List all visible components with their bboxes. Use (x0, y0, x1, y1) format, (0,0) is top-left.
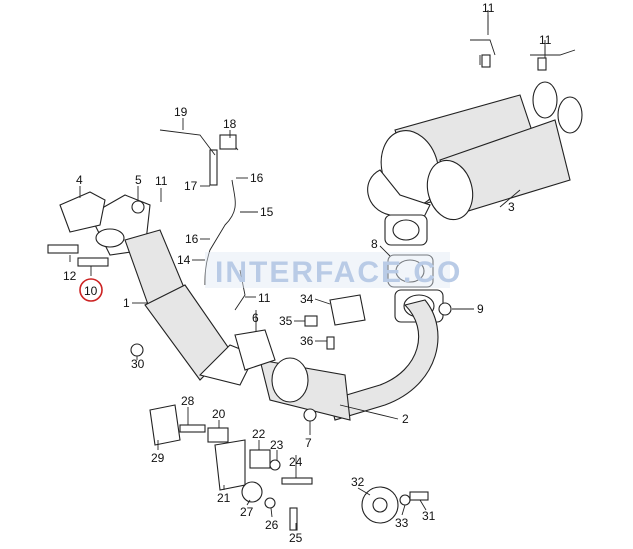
watermark-band (205, 252, 450, 288)
callout-19[interactable]: 19 (174, 105, 188, 119)
callout-11[interactable]: 11 (258, 291, 271, 305)
stud-part-10[interactable] (77, 257, 109, 267)
bolt-part-36[interactable] (326, 336, 335, 350)
sensor-wire-11 (234, 269, 246, 311)
callout-labels: 11 11 19 18 17 16 15 16 14 4 5 11 12 10 … (63, 1, 552, 545)
callout-11[interactable]: 11 (482, 1, 495, 15)
catalytic-converter-part-1[interactable] (89, 194, 256, 386)
callout-22[interactable]: 22 (252, 427, 266, 441)
nut-part-35[interactable] (304, 315, 318, 327)
nut-part-9[interactable] (438, 302, 452, 316)
callout-28[interactable]: 28 (181, 394, 195, 408)
washer-part-23[interactable] (269, 459, 281, 471)
front-pipe-part-2[interactable] (329, 299, 439, 421)
stud-part-12[interactable] (47, 244, 79, 254)
callout-32[interactable]: 32 (351, 475, 365, 489)
callout-10[interactable]: 10 (84, 284, 98, 298)
bushing-part-20[interactable] (207, 427, 229, 443)
callout-14[interactable]: 14 (177, 253, 191, 267)
watermark-text: INTERFACE.CO (215, 256, 462, 289)
nut-part-30[interactable] (130, 343, 144, 357)
gasket-part-6[interactable] (234, 329, 276, 371)
bracket-part-34[interactable] (329, 294, 366, 326)
pipe-flange (271, 357, 309, 403)
callout-20[interactable]: 20 (212, 407, 226, 421)
callout-33[interactable]: 33 (395, 516, 409, 530)
clip-part-31[interactable] (409, 491, 429, 501)
callout-1[interactable]: 1 (123, 296, 130, 310)
highlight-circle-part-10 (79, 278, 103, 302)
bracket-part-29[interactable] (149, 404, 181, 446)
oxygen-sensor-right[interactable] (537, 57, 547, 71)
callout-18[interactable]: 18 (223, 117, 237, 131)
spring-part-22[interactable] (249, 449, 271, 469)
callout-2[interactable]: 2 (402, 412, 409, 426)
rear-muffler-part-3[interactable] (367, 81, 583, 226)
callout-11[interactable]: 11 (539, 33, 552, 47)
callout-26[interactable]: 26 (265, 518, 279, 532)
washer-part-26[interactable] (264, 497, 276, 509)
callout-27[interactable]: 27 (240, 505, 254, 519)
leader-lines (69, 15, 546, 530)
hanger-part-21[interactable] (214, 439, 246, 491)
gasket-part-8[interactable] (384, 214, 444, 323)
callout-8[interactable]: 8 (371, 237, 378, 251)
washer-part-33[interactable] (399, 494, 411, 506)
callout-15[interactable]: 15 (260, 205, 274, 219)
bolt-part-25[interactable] (289, 507, 298, 531)
callout-9[interactable]: 9 (477, 302, 484, 316)
callout-11[interactable]: 11 (155, 174, 168, 188)
callout-16[interactable]: 16 (250, 171, 264, 185)
callout-30[interactable]: 30 (131, 357, 145, 371)
bolt-part-24[interactable] (281, 477, 313, 485)
callout-3[interactable]: 3 (508, 200, 515, 214)
callout-36[interactable]: 36 (300, 334, 314, 348)
nut-part-5[interactable] (131, 200, 145, 214)
clamp-part-18[interactable] (219, 134, 237, 150)
callout-25[interactable]: 25 (289, 531, 303, 545)
callout-17[interactable]: 17 (184, 179, 198, 193)
callout-23[interactable]: 23 (270, 438, 284, 452)
callout-24[interactable]: 24 (289, 455, 303, 469)
part-27[interactable] (241, 481, 263, 503)
callout-6[interactable]: 6 (252, 311, 259, 325)
bolt-part-28[interactable] (179, 424, 206, 433)
part-17[interactable] (209, 149, 218, 186)
callout-29[interactable]: 29 (151, 451, 165, 465)
callout-34[interactable]: 34 (300, 292, 314, 306)
gasket-part-4[interactable] (59, 191, 106, 233)
callout-31[interactable]: 31 (422, 509, 436, 523)
nut-part-7[interactable] (303, 408, 317, 422)
callout-4[interactable]: 4 (76, 173, 83, 187)
hose-part-15[interactable] (204, 179, 236, 286)
callout-5[interactable]: 5 (135, 173, 142, 187)
oxygen-sensor-top[interactable] (481, 54, 491, 68)
oxygen-sensor-wire-right (530, 40, 576, 56)
callout-21[interactable]: 21 (217, 491, 231, 505)
callout-7[interactable]: 7 (305, 436, 312, 450)
callout-16[interactable]: 16 (185, 232, 199, 246)
callout-35[interactable]: 35 (279, 314, 293, 328)
callout-12[interactable]: 12 (63, 269, 77, 283)
